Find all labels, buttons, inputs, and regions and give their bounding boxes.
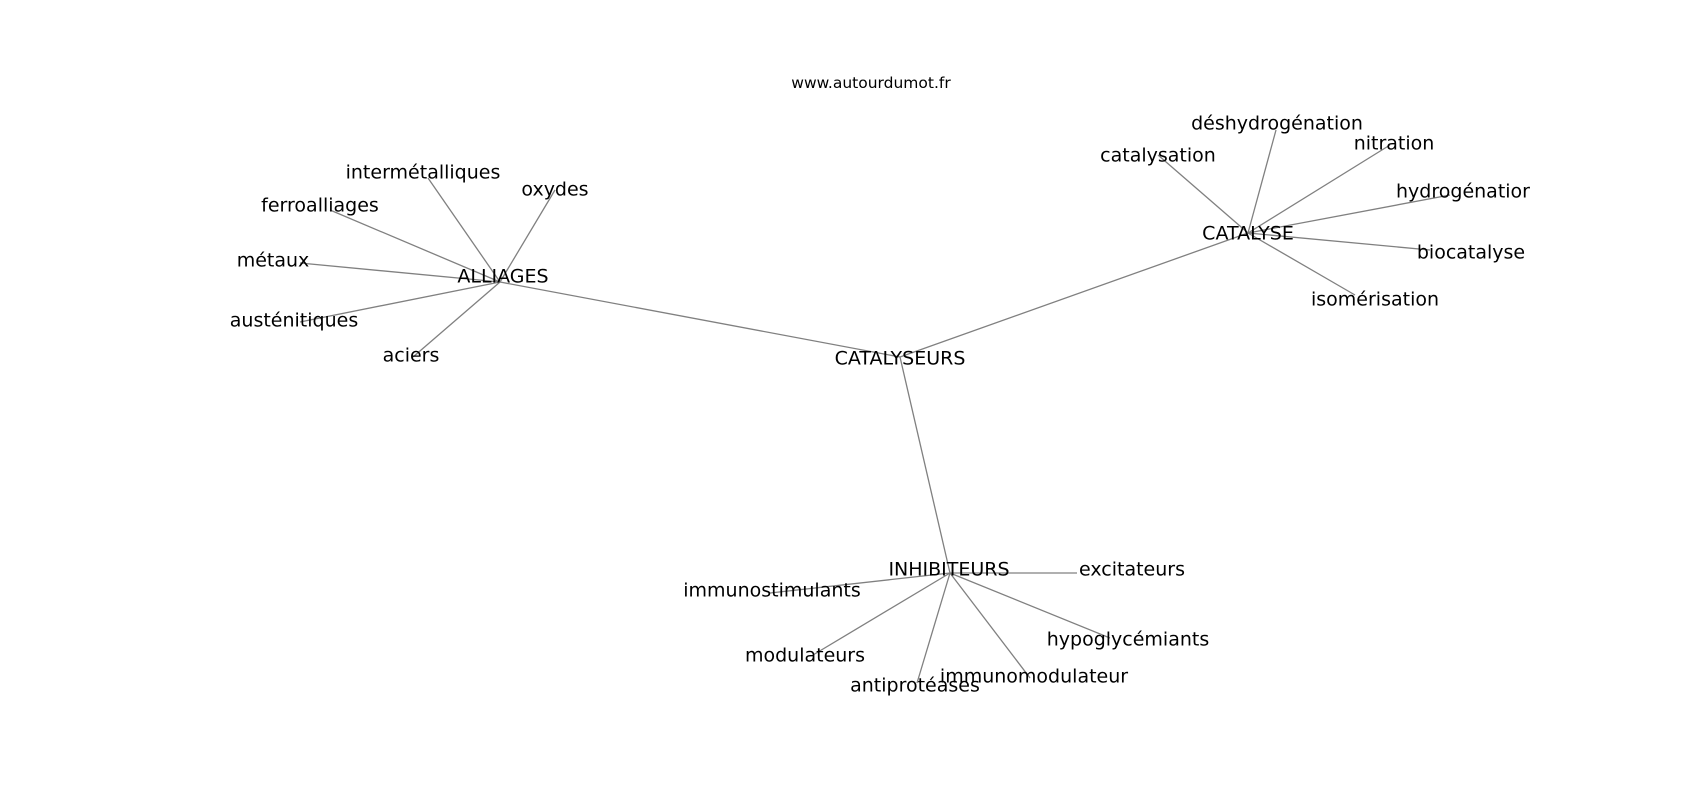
edge-inhibiteurs-antiproteases — [916, 572, 951, 684]
edge-inhibiteurs-modulateurs — [812, 572, 951, 656]
site-watermark: www.autourdumot.fr — [791, 74, 951, 92]
node-leaf-oxydes: oxydes — [521, 179, 588, 201]
node-leaf-isomerisation: isomérisation — [1311, 289, 1439, 311]
edge-catalyse-deshydrogenation — [1247, 129, 1277, 234]
edge-inhibiteurs-hypoglycemiants — [949, 572, 1111, 639]
labels-layer: CATALYSEURS ALLIAGES intermétalliques oxyde… — [230, 113, 1530, 697]
edges-layer — [299, 129, 1451, 684]
node-leaf-immunomodulateur: immunomodulateur — [940, 666, 1128, 688]
node-leaf-excitateurs: excitateurs — [1079, 559, 1185, 581]
edge-inhibiteurs-immunostimulants — [769, 572, 951, 594]
node-leaf-austenitiques: austénitiques — [230, 310, 358, 332]
node-hub-inhibiteurs: INHIBITEURS — [888, 559, 1009, 581]
node-leaf-immunostimulants: immunostimulants — [683, 580, 861, 602]
node-hub-alliages: ALLIAGES — [457, 266, 548, 288]
edge-center-alliages — [499, 281, 901, 358]
node-leaf-hypoglycemiants: hypoglycémiants — [1047, 629, 1210, 651]
edge-alliages-metaux — [299, 262, 501, 283]
edge-alliages-oxydes — [499, 189, 556, 283]
edge-center-catalyse — [899, 232, 1249, 358]
edge-center-inhibiteurs — [899, 356, 951, 574]
node-leaf-ferroalliages: ferroalliages — [261, 195, 379, 217]
node-center-catalyseurs: CATALYSEURS — [835, 348, 966, 370]
edge-catalyse-nitration — [1247, 144, 1391, 234]
node-leaf-hydrogenatior: hydrogénatior — [1396, 181, 1530, 203]
edge-catalyse-catalysation — [1157, 154, 1249, 234]
edge-alliages-intermetalliques — [427, 177, 501, 283]
node-leaf-intermetalliques: intermétalliques — [346, 162, 501, 184]
node-leaf-deshydrogenation: déshydrogénation — [1191, 113, 1363, 135]
node-leaf-metaux: métaux — [237, 250, 310, 272]
node-leaf-biocatalyse: biocatalyse — [1417, 242, 1525, 264]
edge-catalyse-biocatalyse — [1247, 232, 1431, 251]
edge-catalyse-isomerisation — [1247, 232, 1356, 296]
edge-alliages-austenitiques — [299, 281, 501, 323]
node-leaf-modulateurs: modulateurs — [745, 645, 865, 667]
edge-alliages-ferroalliages — [329, 209, 501, 283]
edge-catalyse-hydrogenatior — [1247, 194, 1451, 234]
node-leaf-nitration: nitration — [1354, 133, 1435, 155]
node-leaf-antiproteases: antiprotéases — [850, 675, 980, 697]
edge-alliages-aciers — [412, 281, 501, 358]
node-leaf-catalysation: catalysation — [1100, 145, 1216, 167]
edge-inhibiteurs-immunomodulateur — [949, 572, 1031, 679]
node-leaf-aciers: aciers — [383, 345, 440, 367]
node-hub-catalyse: CATALYSE — [1202, 223, 1294, 245]
